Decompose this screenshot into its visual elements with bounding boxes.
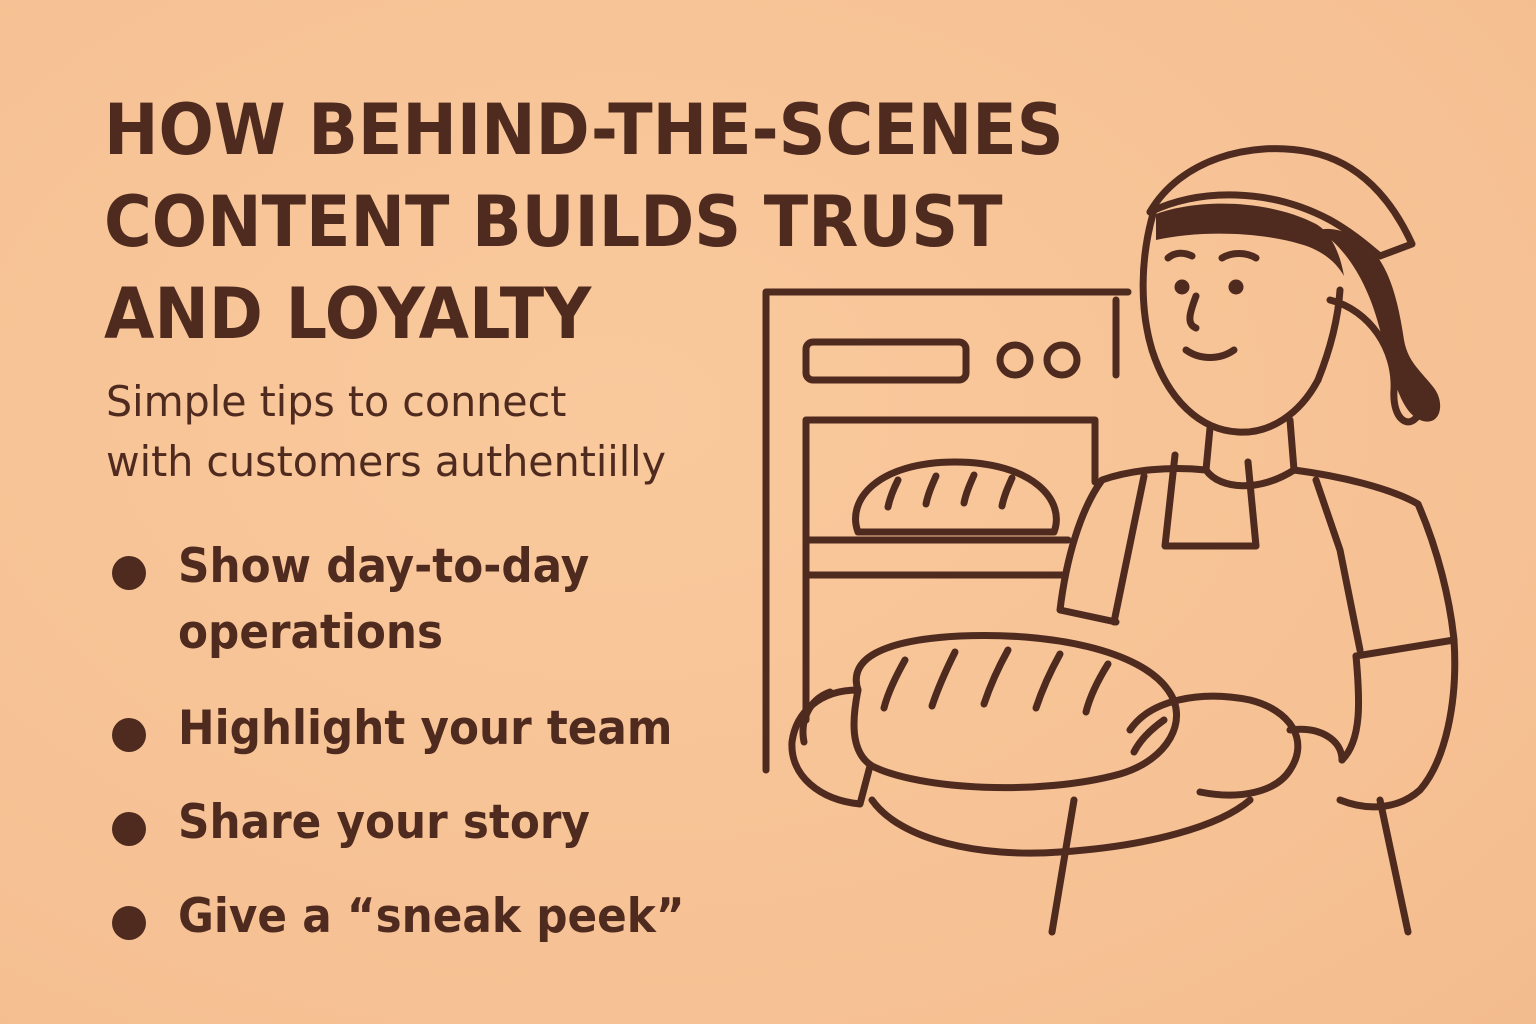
list-item: Share your story — [106, 790, 723, 856]
tip-4-text: Give a “sneak peek” — [178, 889, 685, 944]
list-item: Give a “sneak peek” — [106, 884, 723, 950]
headline-line-3: AND LOYALTY — [104, 273, 592, 355]
subtitle: Simple tips to connect with customers au… — [106, 372, 753, 492]
bullet-dot-icon — [112, 556, 146, 590]
subtitle-line-2: with customers authentiilly — [106, 437, 666, 486]
subtitle-line-1: Simple tips to connect — [106, 377, 567, 426]
headline-line-2: CONTENT BUILDS TRUST — [104, 181, 1003, 263]
bullet-dot-icon — [112, 812, 146, 846]
tips-list: Show day-to-day operations Highlight you… — [106, 534, 723, 950]
bullet-dot-icon — [112, 718, 146, 752]
tip-3-text: Share your story — [178, 795, 590, 850]
list-item: Show day-to-day operations — [106, 534, 723, 666]
headline: HOW BEHIND-THE-SCENES CONTENT BUILDS TRU… — [104, 84, 1064, 360]
tip-2-text: Highlight your team — [178, 701, 673, 756]
bullet-dot-icon — [112, 906, 146, 940]
list-item: Highlight your team — [106, 696, 723, 762]
tip-1-line-1: Show day-to-day — [178, 539, 590, 594]
headline-line-1: HOW BEHIND-THE-SCENES — [104, 89, 1064, 171]
tip-1-line-2: operations — [178, 605, 444, 660]
